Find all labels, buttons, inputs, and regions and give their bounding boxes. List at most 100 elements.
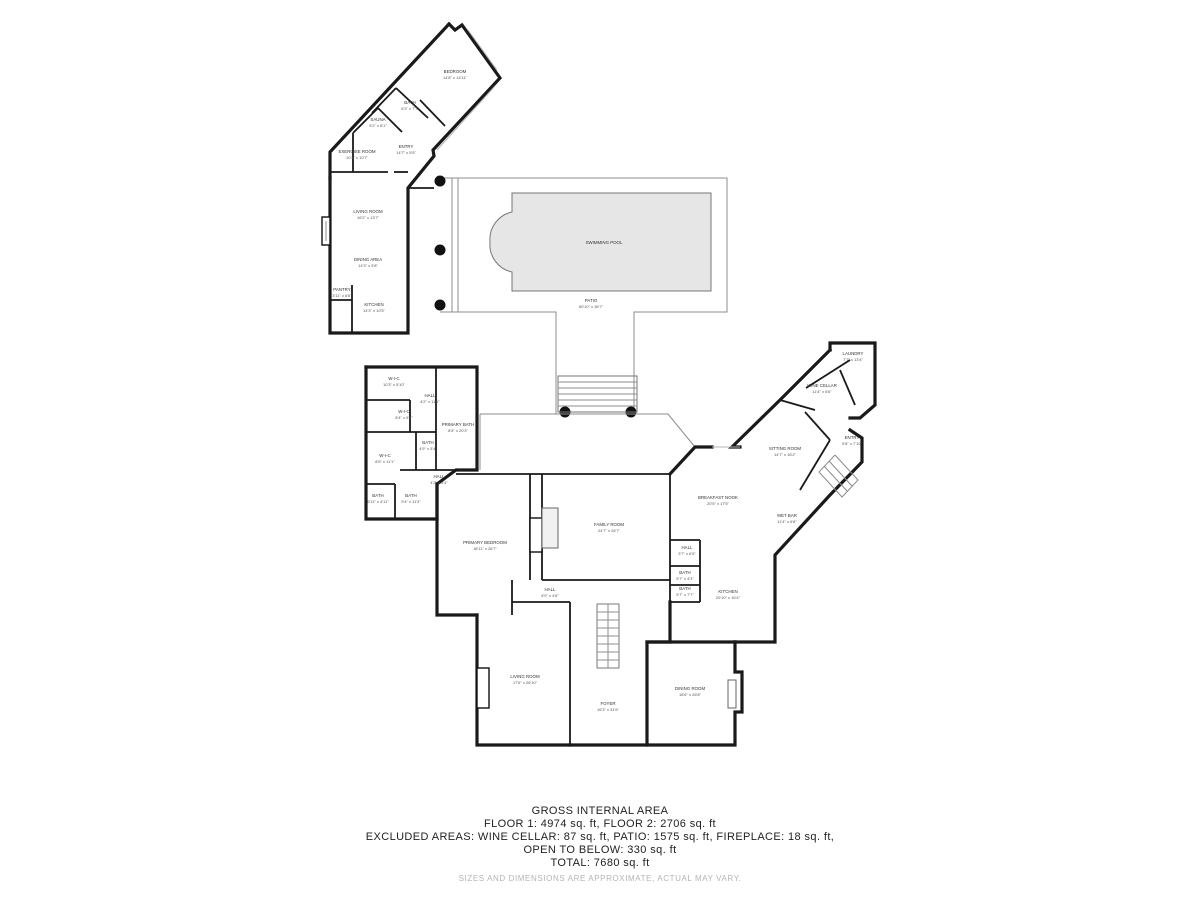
svg-text:ENTRY: ENTRY: [845, 435, 860, 440]
svg-text:PANTRY: PANTRY: [333, 287, 350, 292]
svg-text:5'7" x 7'7": 5'7" x 7'7": [676, 592, 694, 597]
svg-text:DINING ROOM: DINING ROOM: [675, 686, 706, 691]
svg-text:11'4" x 6'8": 11'4" x 6'8": [777, 519, 797, 524]
svg-text:BREAKFAST NOOK: BREAKFAST NOOK: [698, 495, 738, 500]
svg-text:14'8" x 14'11": 14'8" x 14'11": [443, 75, 467, 80]
svg-text:8'4" x 5'7": 8'4" x 5'7": [395, 415, 413, 420]
svg-text:FOYER: FOYER: [600, 701, 615, 706]
svg-text:18'6" x 26'8": 18'6" x 26'8": [679, 692, 702, 697]
summary-title: GROSS INTERNAL AREA: [531, 805, 669, 817]
svg-text:8'5" x 20'3": 8'5" x 20'3": [448, 428, 468, 433]
svg-text:10'3" x 5'10": 10'3" x 5'10": [383, 382, 406, 387]
svg-text:11'4" x 6'6": 11'4" x 6'6": [812, 389, 832, 394]
summary-excluded: EXCLUDED AREAS: WINE CELLAR: 87 sq. ft, …: [365, 831, 835, 843]
svg-text:10'3" x 10'7": 10'3" x 10'7": [346, 155, 369, 160]
svg-text:KITCHEN: KITCHEN: [364, 302, 383, 307]
svg-text:BATH: BATH: [372, 493, 383, 498]
svg-text:KITCHEN: KITCHEN: [718, 589, 737, 594]
svg-text:18'11" x 26'7": 18'11" x 26'7": [473, 546, 497, 551]
svg-text:8'5" x 11'1": 8'5" x 11'1": [375, 459, 395, 464]
column: [434, 175, 446, 187]
svg-text:LIVING ROOM: LIVING ROOM: [353, 209, 383, 214]
svg-text:LAUNDRY: LAUNDRY: [843, 351, 864, 356]
area-summary: GROSS INTERNAL AREA FLOOR 1: 4974 sq. ft…: [0, 805, 1200, 885]
svg-text:BEDROOM: BEDROOM: [444, 69, 467, 74]
svg-text:4'9" x 5'4": 4'9" x 5'4": [419, 446, 437, 451]
svg-text:5'2" x 8'1": 5'2" x 8'1": [369, 123, 387, 128]
svg-text:ENTRY: ENTRY: [399, 144, 414, 149]
svg-text:PRIMARY BATH: PRIMARY BATH: [442, 422, 474, 427]
svg-text:16'3" x 31'6": 16'3" x 31'6": [597, 707, 620, 712]
svg-text:PRIMARY BEDROOM: PRIMARY BEDROOM: [463, 540, 507, 545]
svg-text:14'3" x 5'8": 14'3" x 5'8": [358, 263, 378, 268]
svg-text:W-I-C: W-I-C: [388, 376, 399, 381]
svg-text:WINE CELLAR: WINE CELLAR: [807, 383, 837, 388]
svg-text:WET BAR: WET BAR: [777, 513, 797, 518]
svg-text:24'7" x 26'7": 24'7" x 26'7": [598, 528, 621, 533]
main-house: [364, 341, 877, 747]
column: [434, 299, 446, 311]
patio-steps: [557, 375, 638, 413]
svg-text:7'7" x 13'4": 7'7" x 13'4": [843, 357, 863, 362]
room-wic-1: W-I-C10'3" x 5'10": [383, 376, 406, 387]
svg-text:17'6" x 26'10": 17'6" x 26'10": [513, 680, 538, 685]
svg-text:HALL: HALL: [425, 393, 437, 398]
room-wic-2: W-I-C8'4" x 5'7": [395, 409, 413, 420]
summary-floors: FLOOR 1: 4974 sq. ft, FLOOR 2: 2706 sq. …: [483, 818, 716, 830]
svg-text:14'3" x 10'5": 14'3" x 10'5": [363, 308, 386, 313]
svg-text:DINING AREA: DINING AREA: [354, 257, 382, 262]
svg-text:14'7" x 5'5": 14'7" x 5'5": [396, 150, 416, 155]
svg-text:9'4" x 11'3": 9'4" x 11'3": [401, 499, 421, 504]
fireplace: [541, 507, 559, 549]
patio-area: [440, 177, 728, 414]
svg-text:SWIMMING POOL: SWIMMING POOL: [586, 240, 623, 245]
summary-disclaimer: SIZES AND DIMENSIONS ARE APPROXIMATE, AC…: [458, 874, 742, 883]
svg-text:BATH: BATH: [679, 570, 690, 575]
swimming-pool: [489, 192, 712, 292]
svg-text:BATH: BATH: [679, 586, 690, 591]
svg-text:20'10" x 16'4": 20'10" x 16'4": [716, 595, 741, 600]
svg-text:PATIO: PATIO: [585, 298, 598, 303]
svg-text:5'7" x 4'3": 5'7" x 4'3": [676, 576, 694, 581]
svg-text:6'3" x 7'7": 6'3" x 7'7": [401, 106, 419, 111]
svg-text:5'8" x 7'10": 5'8" x 7'10": [842, 441, 862, 446]
svg-text:60'10" x 36'7": 60'10" x 36'7": [579, 304, 604, 309]
svg-text:BATH: BATH: [404, 100, 415, 105]
room-pool: SWIMMING POOL: [586, 240, 623, 245]
svg-text:3'11" x 6'6": 3'11" x 6'6": [332, 293, 352, 298]
svg-text:EXERCISE ROOM: EXERCISE ROOM: [338, 149, 375, 154]
svg-text:BATH: BATH: [422, 440, 433, 445]
summary-total: TOTAL: 7680 sq. ft: [550, 857, 650, 869]
fireplace: [529, 517, 543, 553]
svg-text:HALL: HALL: [545, 587, 557, 592]
svg-text:W-I-C: W-I-C: [379, 453, 390, 458]
svg-text:FAMILY ROOM: FAMILY ROOM: [594, 522, 624, 527]
svg-text:14'7" x 16'2": 14'7" x 16'2": [774, 452, 797, 457]
